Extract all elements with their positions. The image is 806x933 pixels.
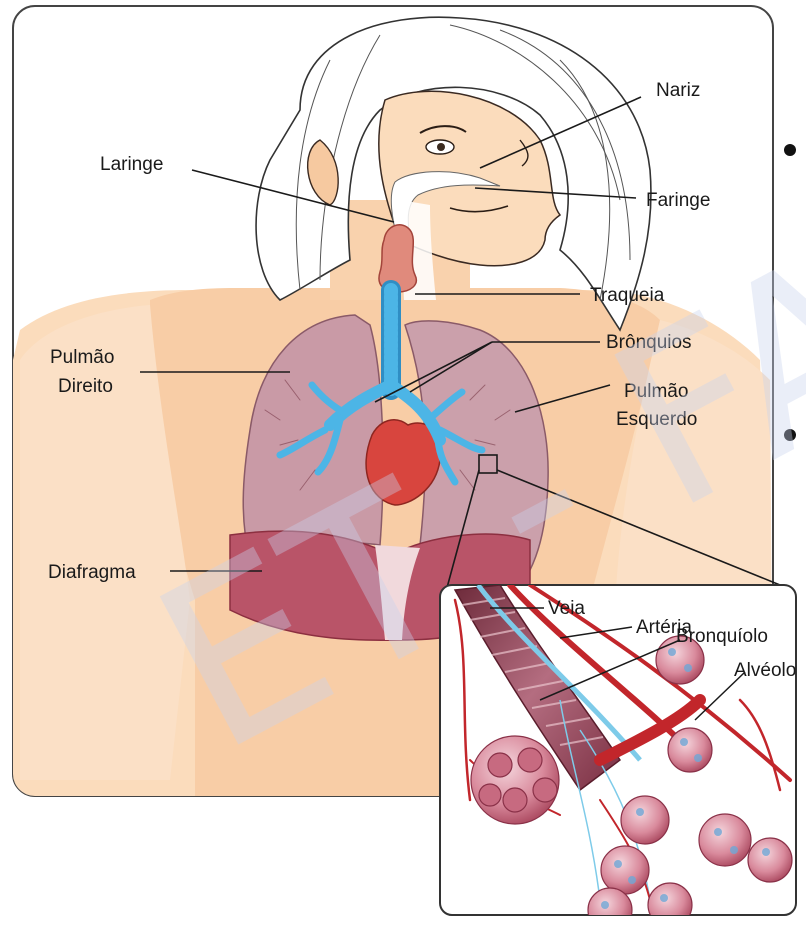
label-alveolo: Alvéolo (734, 660, 796, 681)
label-bronquiolo: Bronquíolo (676, 626, 768, 647)
label-pulmao-direito-2: Direito (58, 376, 113, 397)
label-faringe: Faringe (646, 190, 710, 211)
bullet-dot (784, 144, 796, 156)
label-nariz: Nariz (656, 80, 700, 101)
larynx (379, 225, 416, 292)
label-laringe: Laringe (100, 154, 163, 175)
label-pulmao-direito-1: Pulmão (50, 347, 114, 368)
